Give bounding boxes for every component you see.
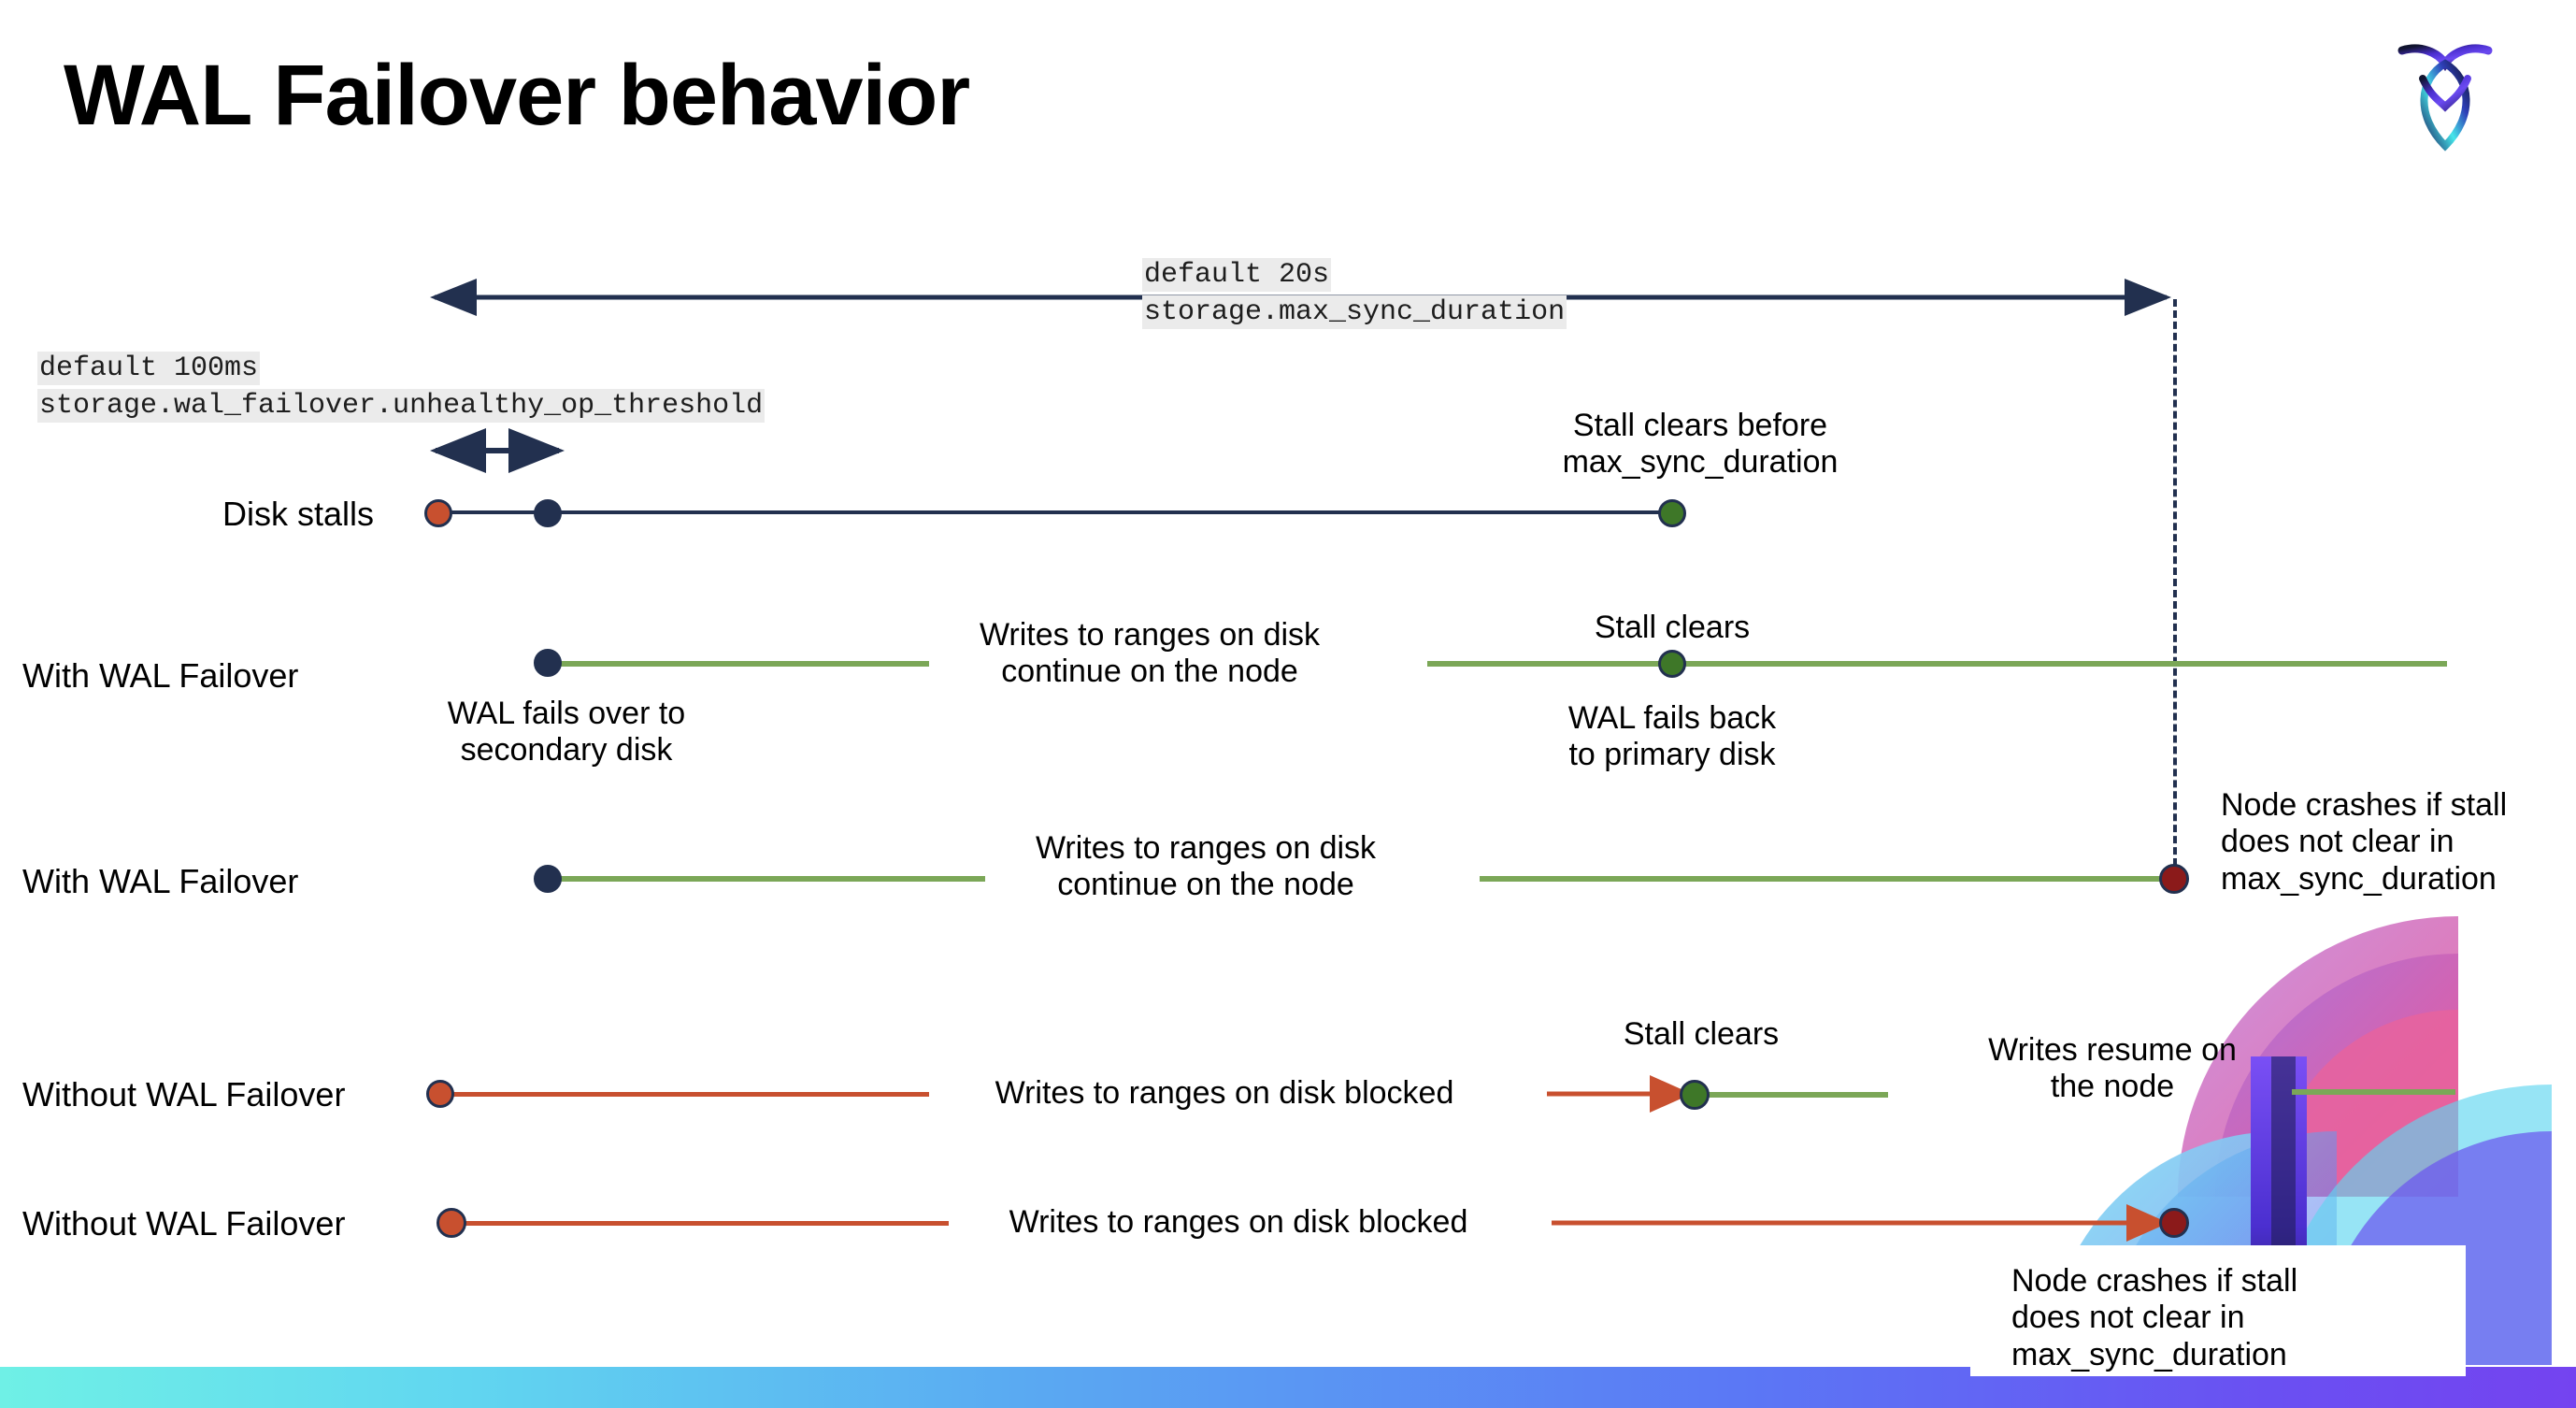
without-failover-2-middle-note: Writes to ranges on disk blocked (1009, 1204, 1468, 1240)
row-label-disk-stalls: Disk stalls (222, 495, 375, 533)
page-title: WAL Failover behavior (64, 48, 970, 143)
with-failover-1-green-seg-a (555, 661, 929, 667)
without-failover-2-crash-note: Node crashes if stall does not clear in … (2011, 1263, 2451, 1373)
disk-stalls-clear-dot (1658, 499, 1686, 527)
with-failover-1-failback-note-line2: to primary disk (1568, 737, 1776, 773)
without-failover-2-orange-line (463, 1221, 949, 1226)
max-sync-duration-annotation: default 20s storage.max_sync_duration (1142, 257, 1567, 331)
with-failover-1-middle-note-line1: Writes to ranges on disk (979, 617, 1321, 653)
disk-stalls-failover-dot (534, 499, 562, 527)
without-failover-1-resume-note: Writes resume on the node (1925, 1032, 2299, 1106)
with-failover-1-green-seg-b (1427, 661, 2447, 667)
max-sync-setting-name: storage.max_sync_duration (1142, 295, 1567, 329)
with-failover-2-middle-note-line2: continue on the node (1057, 867, 1354, 903)
with-failover-2-crash-note-line2: does not clear in (2221, 824, 2454, 860)
without-failover-1-clear-dot (1680, 1080, 1710, 1110)
row-label-without-wal-failover-2: Without WAL Failover (22, 1204, 346, 1243)
without-failover-1-green-line-tail (2292, 1089, 2455, 1095)
without-failover-1-resume-note-line1: Writes resume on (1988, 1032, 2237, 1068)
with-failover-2-middle-note: Writes to ranges on disk continue on the… (991, 830, 1421, 904)
max-sync-duration-dropline (2173, 299, 2177, 877)
with-failover-2-crash-note-line1: Node crashes if stall (2221, 787, 2508, 823)
with-failover-1-failback-note: WAL fails back to primary disk (1504, 700, 1840, 774)
disk-stalls-clear-note: Stall clears before max_sync_duration (1532, 408, 1868, 481)
without-failover-1-orange-line (451, 1092, 929, 1097)
unhealthy-op-setting-name: storage.wal_failover.unhealthy_op_thresh… (37, 388, 766, 423)
with-failover-1-start-note-line1: WAL fails over to (447, 696, 686, 731)
disk-stalls-clear-note-line1: Stall clears before (1572, 408, 1828, 443)
with-failover-1-start-note: WAL fails over to secondary disk (408, 696, 725, 769)
max-sync-default-label: default 20s (1142, 258, 1332, 292)
with-failover-2-green-seg-a (555, 876, 985, 882)
disk-stalls-navy-line (439, 510, 1673, 514)
with-failover-1-stall-clears-label: Stall clears (1594, 610, 1751, 645)
without-failover-1-green-line (1709, 1092, 1888, 1098)
without-failover-1-middle-note: Writes to ranges on disk blocked (995, 1075, 1454, 1111)
without-failover-2-crash-note-line2: does not clear in (2011, 1300, 2245, 1336)
row-label-with-wal-failover-1: With WAL Failover (22, 656, 299, 695)
without-failover-1-resume-note-line2: the node (2050, 1069, 2175, 1105)
with-failover-2-crash-dot (2159, 864, 2189, 894)
with-failover-1-start-note-line2: secondary disk (460, 732, 673, 769)
cockroachdb-logo (2389, 30, 2501, 161)
without-failover-1-stall-clears-label: Stall clears (1623, 1016, 1780, 1052)
with-failover-1-middle-note: Writes to ranges on disk continue on the… (935, 617, 1365, 691)
with-failover-2-middle-note-line1: Writes to ranges on disk (1035, 830, 1377, 866)
with-failover-2-crash-note-line3: max_sync_duration (2221, 860, 2497, 897)
row-label-without-wal-failover-1: Without WAL Failover (22, 1075, 346, 1113)
with-failover-2-green-seg-b (1480, 876, 2171, 882)
without-failover-1-start-dot (426, 1080, 454, 1108)
without-failover-2-crash-note-box (1970, 1245, 2466, 1376)
with-failover-2-start-dot (534, 865, 562, 893)
without-failover-2-crash-dot (2159, 1208, 2189, 1238)
without-failover-2-crash-note-line1: Node crashes if stall (2011, 1263, 2298, 1299)
with-failover-2-crash-note: Node crashes if stall does not clear in … (2221, 787, 2576, 898)
with-failover-1-middle-note-line2: continue on the node (1001, 654, 1298, 690)
unhealthy-op-threshold-annotation: default 100ms storage.wal_failover.unhea… (37, 351, 766, 424)
with-failover-1-clear-dot (1658, 650, 1686, 678)
without-failover-2-start-dot (436, 1208, 466, 1238)
unhealthy-op-default-label: default 100ms (37, 352, 261, 385)
disk-stalls-start-dot (424, 499, 452, 527)
without-failover-2-crash-note-line3: max_sync_duration (2011, 1336, 2287, 1372)
with-failover-1-failback-note-line1: WAL fails back (1567, 700, 1777, 736)
with-failover-1-start-dot (534, 649, 562, 677)
row-label-with-wal-failover-2: With WAL Failover (22, 862, 299, 900)
disk-stalls-clear-note-line2: max_sync_duration (1562, 444, 1839, 481)
